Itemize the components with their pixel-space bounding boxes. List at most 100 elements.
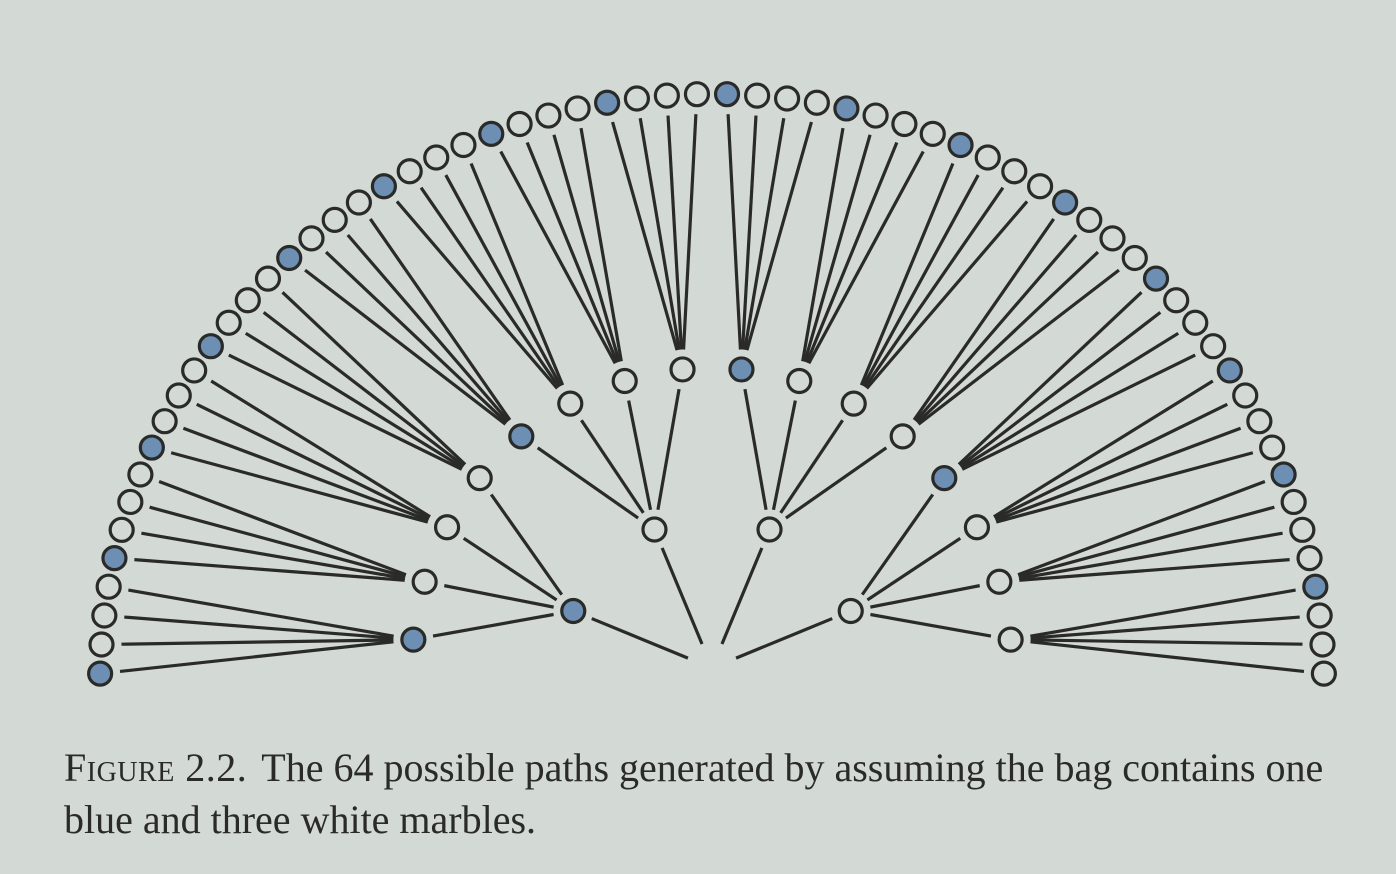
white-marble (151, 408, 178, 435)
edge-level-3 (745, 121, 813, 351)
white-marble (215, 309, 242, 336)
edge-level-3 (801, 127, 845, 362)
edge-level-3 (807, 150, 925, 365)
edge-level-3 (1030, 638, 1303, 646)
edge-level-3 (552, 134, 621, 363)
edge-level-2 (536, 446, 639, 520)
white-marble (181, 357, 208, 384)
white-marble (837, 597, 864, 625)
edge-level-2 (785, 446, 888, 520)
white-marble (1259, 434, 1286, 461)
edge-level-3 (863, 186, 1005, 389)
edge-level-1 (591, 617, 689, 660)
edge-level-3 (993, 379, 1214, 519)
edge-level-3 (994, 402, 1228, 520)
white-marble (1121, 244, 1148, 272)
white-marble (1026, 173, 1054, 200)
edge-level-3 (960, 331, 1180, 469)
edge-level-3 (579, 127, 623, 362)
edge-level-3 (324, 250, 508, 424)
caption-text: The 64 possible paths generated by assum… (64, 745, 1324, 842)
edge-level-2 (656, 388, 681, 511)
white-marble (1296, 545, 1323, 572)
edge-level-1 (720, 547, 764, 645)
edge-level-3 (244, 331, 464, 469)
white-marble (803, 89, 830, 116)
edge-level-3 (499, 150, 617, 365)
figure-caption: Figure 2.2.The 64 possible paths generat… (64, 742, 1384, 846)
edge-level-3 (469, 162, 565, 386)
edge-level-3 (346, 233, 510, 423)
edge-level-3 (141, 531, 406, 580)
blue-marble (101, 545, 128, 572)
edge-level-3 (1017, 480, 1266, 577)
blue-marble (1302, 573, 1329, 600)
white-marble (433, 514, 461, 541)
edge-level-3 (861, 174, 980, 387)
edge-level-3 (124, 615, 394, 640)
white-marble (611, 367, 638, 395)
edge-level-3 (1019, 558, 1290, 582)
edge-level-3 (228, 353, 463, 471)
edge-level-3 (995, 451, 1254, 524)
edge-level-2 (771, 400, 797, 511)
edge-level-3 (1030, 588, 1296, 638)
edge-level-3 (638, 117, 681, 350)
blue-marble (931, 465, 958, 492)
blue-marble (833, 95, 860, 122)
edge-level-2 (870, 612, 992, 638)
white-marble (963, 514, 991, 541)
white-marble (840, 390, 867, 417)
edge-level-3 (741, 115, 758, 350)
edge-level-3 (666, 115, 683, 350)
white-marble (1309, 631, 1336, 658)
blue-marble (197, 333, 224, 360)
blue-marble (1270, 461, 1297, 488)
edge-level-3 (803, 134, 872, 363)
white-marble (786, 367, 813, 395)
white-marble (773, 85, 801, 112)
white-marble (88, 631, 115, 658)
white-marble (1163, 287, 1190, 314)
white-marble (653, 82, 680, 109)
white-marble (466, 465, 493, 492)
figure-label: Figure 2.2. (64, 745, 248, 790)
blue-marble (138, 434, 165, 461)
edge-level-3 (444, 174, 563, 387)
edge-level-3 (805, 141, 899, 364)
white-marble (254, 265, 282, 292)
edge-level-2 (860, 493, 935, 596)
white-marble (862, 102, 889, 129)
edge-level-3 (281, 291, 467, 466)
white-marble (641, 516, 668, 543)
edge-level-2 (443, 584, 554, 609)
white-marble (1182, 309, 1209, 336)
white-marble (423, 144, 450, 171)
white-marble (1099, 225, 1126, 252)
edge-level-2 (743, 388, 768, 511)
edge-level-3 (961, 353, 1196, 471)
white-marble (997, 626, 1024, 653)
white-marble (298, 225, 325, 252)
marble-nodes (87, 81, 1337, 687)
edge-level-3 (912, 217, 1056, 421)
white-marble (891, 110, 918, 138)
white-marble (165, 382, 192, 409)
edge-level-3 (210, 379, 431, 519)
white-marble (557, 390, 584, 417)
white-marble (669, 356, 696, 383)
white-marble (1001, 158, 1028, 185)
white-marble (1246, 408, 1273, 435)
edge-level-3 (419, 186, 561, 389)
white-marble (321, 206, 348, 233)
edge-level-3 (134, 558, 405, 582)
blue-marble (594, 89, 621, 116)
edge-level-3 (865, 200, 1029, 390)
edge-level-3 (859, 162, 955, 386)
white-marble (95, 573, 122, 600)
white-marble (1076, 206, 1103, 233)
edge-level-3 (995, 426, 1242, 522)
edge-level-3 (681, 114, 698, 350)
white-marble (450, 131, 477, 159)
edge-level-1 (735, 617, 833, 660)
